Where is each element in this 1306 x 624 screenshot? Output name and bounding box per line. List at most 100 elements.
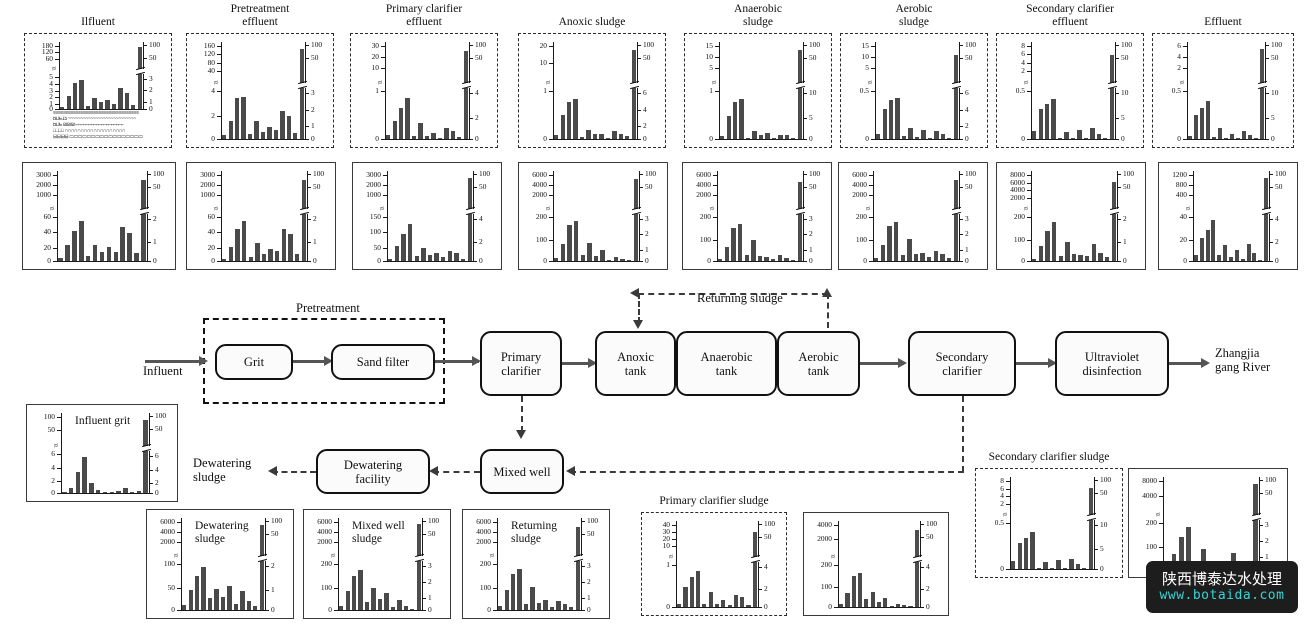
right-tick-label-pretreatment-effluent-l2: 1	[311, 121, 315, 131]
right-tick-label-influent-solid-u1: 50	[153, 182, 161, 191]
right-tick-aerobic-sludge-solid-u0	[959, 174, 963, 175]
right-tick-label-anaerobic-sludge-solid-l2: 1	[809, 244, 813, 254]
node-aerobic-tank[interactable]: Aerobic tank	[777, 331, 860, 396]
uv-to-river-line	[1169, 362, 1207, 365]
bar-primary-clarifier-effluent-solid-12	[467, 178, 472, 261]
left-tick-label-influent-grit-l3: 0	[51, 488, 55, 497]
left-tick-label-aerobic-sludge-solid-l1: 100	[855, 235, 867, 244]
bar-returning-sludge-8	[549, 606, 555, 610]
left-tick-mixed-well-sludge-u1	[334, 532, 338, 533]
bar-secondary-clarifier-sludge-dashed-2	[1024, 537, 1029, 569]
bar-mixed-well-sludge-6	[377, 599, 383, 610]
bar-primary-clarifier-sludge-dashed-8	[727, 605, 732, 607]
left-tick-label-anaerobic-sludge-u1: 10	[705, 52, 713, 61]
sandfilter-to-primary-arrow	[472, 356, 481, 366]
left-tick-label-primary-clarifier-sludge-dashed-l0: 1	[666, 560, 670, 569]
x-axis-anaerobic-sludge	[719, 139, 803, 140]
right-tick-label-primary-clarifier-effluent-l1: 2	[475, 113, 479, 122]
left-tick-label-returning-sludge-u2: 2000	[476, 537, 491, 546]
node-anaerobic-tank[interactable]: Anaerobic tank	[676, 331, 777, 396]
right-tick-anoxic-sludge-solid-u1	[639, 187, 643, 188]
bar-dewatering-sludge-7	[227, 585, 232, 610]
left-tick-label-effluent-solid-l2: 0	[1183, 256, 1187, 265]
bar-influent-grit-10	[129, 491, 135, 493]
node-grit[interactable]: Grit	[215, 344, 293, 380]
node-anoxic-tank[interactable]: Anoxic tank	[595, 331, 676, 396]
bar-secondary-clarifier-sludge-dashed-12	[1088, 488, 1093, 569]
left-tick-anaerobic-sludge-solid-l2	[713, 261, 717, 262]
bar-influent-grit-1	[68, 488, 74, 493]
bar-aerobic-sludge-0	[876, 134, 881, 139]
x-tick-microtext-row-2: BDE ₪₪₪ ⌐⌐⌐⌐⌐⌐⌐⌐⌐⌐⌐⌐⌐⌐⌐⌐⌐⌐⌐	[53, 122, 124, 129]
bar-pretreatment-effluent-solid-12	[301, 180, 306, 261]
bar-anoxic-sludge-2	[567, 102, 572, 139]
left-tick-label-secondary-clarifier-effluent-solid-l1: 100	[1013, 235, 1025, 244]
right-tick-label-effluent-solid-l2: 0	[1275, 256, 1279, 265]
bar-secondary-clarifier-effluent-solid-3	[1051, 222, 1057, 261]
right-tick-label-returning-sludge-u1: 50	[587, 529, 595, 538]
bar-primary-clarifier-effluent-0	[386, 135, 391, 139]
bar-anaerobic-sludge-10	[784, 135, 789, 139]
bar-effluent-solid-4	[1217, 254, 1222, 261]
right-tick-pretreatment-effluent-l3	[305, 139, 309, 140]
right-axis-anaerobic-sludge	[803, 42, 804, 139]
bar-returning-sludge-7	[543, 600, 548, 610]
bar-secondary-clarifier-sludge-dashed-3	[1030, 531, 1035, 569]
bar-secondary-clarifier-effluent-solid-11	[1104, 257, 1110, 261]
node-uv-disinfection[interactable]: Ultraviolet disinfection	[1055, 331, 1169, 396]
bar-primary-clarifier-sludge-dashed-6	[714, 603, 720, 607]
bar-anoxic-sludge-7	[599, 133, 604, 139]
right-tick-returning-sludge-l0	[581, 566, 585, 567]
node-mixed-well[interactable]: Mixed well	[480, 449, 564, 494]
right-tick-label-influent-l1: 2	[149, 85, 153, 95]
bar-anaerobic-sludge-8	[771, 138, 777, 139]
left-tick-label-mixed-well-sludge-u0: 6000	[317, 517, 332, 526]
left-tick-influent-grit-l3	[57, 493, 61, 494]
right-tick-pretreatment-effluent-solid-u0	[307, 174, 311, 175]
left-tick-secondary-clarifier-effluent-l0	[1027, 91, 1031, 92]
secondary-to-mixedwell-vline	[962, 396, 964, 472]
left-axis-mixed-well-sludge	[338, 518, 339, 610]
x-axis-anaerobic-sludge-solid	[717, 261, 803, 262]
left-tick-influent-grit-l1	[57, 467, 61, 469]
bar-primary-clarifier-effluent-solid-8	[441, 257, 446, 261]
axis-break-mask-anoxic-sludge	[623, 83, 638, 88]
bar-influent-solid-4	[85, 255, 91, 261]
x-axis-influent	[59, 109, 143, 110]
left-tick-label-anaerobic-sludge-solid-u2: 2000	[696, 190, 711, 199]
left-tick-label-primary-clarifier-effluent-u1: 20	[371, 52, 379, 61]
node-dewatering-facility[interactable]: Dewatering facility	[316, 449, 430, 494]
node-secondary-clarifier[interactable]: Secondary clarifier	[908, 331, 1016, 396]
right-tick-label-anoxic-sludge-solid-u0: 100	[645, 169, 657, 178]
right-tick-label-anoxic-sludge-u1: 50	[643, 53, 651, 62]
left-axis-aerobic-sludge-solid	[873, 171, 874, 261]
bar-dewatering-sludge-6	[220, 596, 226, 610]
left-tick-label-anaerobic-sludge-solid-u1: 4000	[696, 180, 711, 189]
bar-secondary-clarifier-sludge-dashed-6	[1049, 568, 1055, 569]
left-tick-label-primary-clarifier-effluent-solid-u0: 3000	[366, 170, 381, 179]
left-tick-anaerobic-sludge-solid-u2	[713, 195, 717, 196]
left-tick-secondary-clarifier-sludge-dashed-u3	[1006, 503, 1010, 505]
left-tick-secondary-clarifier-effluent-solid-u1	[1027, 182, 1031, 184]
bar-aerobic-sludge-solid-2	[887, 226, 892, 261]
right-axis-anoxic-sludge	[637, 42, 638, 139]
right-tick-label-pretreatment-effluent-solid-l1: 1	[313, 237, 317, 246]
bar-primary-clarifier-sludge-dashed-3	[695, 570, 701, 607]
node-sand-filter[interactable]: Sand filter	[331, 344, 435, 380]
node-primary-clarifier[interactable]: Primary clarifier	[480, 331, 562, 396]
left-tick-secondary-clarifier-effluent-u1	[1027, 54, 1031, 56]
bar-primary-clarifier-effluent-5	[418, 123, 423, 139]
left-tick-pretreatment-effluent-u0	[217, 46, 221, 47]
left-tick-primary-clarifier-effluent-solid-l0	[383, 217, 387, 218]
right-tick-label-aerobic-sludge-u1: 50	[965, 53, 973, 62]
bar-anoxic-sludge-10	[618, 133, 623, 139]
left-tick-label-secondary-clarifier-sludge-dashed-u0: 8	[1000, 476, 1004, 485]
left-tick-aerobic-sludge-u0	[871, 46, 875, 47]
left-tick-label-primary-clarifier-sludge-dashed-u0: 40	[662, 520, 670, 529]
axis-break-mask-anoxic-sludge-solid	[625, 209, 640, 214]
bar-influent-3	[79, 79, 84, 109]
bar-anoxic-sludge-9	[612, 131, 617, 139]
